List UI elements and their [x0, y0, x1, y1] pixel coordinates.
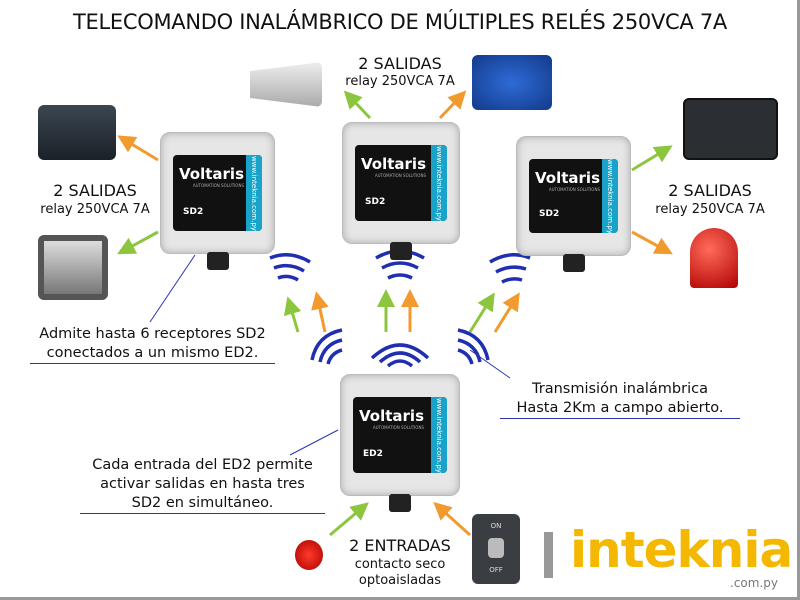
water-pump-icon: [472, 55, 552, 110]
tagline: AUTOMATION SOLUTIONS: [372, 425, 424, 430]
arrow: [493, 292, 520, 333]
url-strip: www.inteknia.com.py: [431, 397, 447, 473]
note-receivers: Admite hasta 6 receptores SD2 conectados …: [30, 325, 275, 364]
note-inputs: Cada entrada del ED2 permite activar sali…: [80, 456, 325, 514]
brand-label: Voltaris: [535, 169, 600, 187]
arrow: [433, 501, 472, 537]
switch-off-label: OFF: [489, 566, 503, 574]
wave-icon: [310, 328, 343, 365]
tagline: AUTOMATION SOLUTIONS: [374, 173, 426, 178]
plc-icon: [683, 98, 778, 160]
center-relay-label: relay 250VCA 7A: [345, 74, 455, 89]
wave-icon: [457, 328, 490, 365]
note-line: Transmisión inalámbrica: [532, 381, 708, 397]
page-title: TELECOMANDO INALÁMBRICO DE MÚLTIPLES REL…: [72, 10, 727, 34]
arrow: [117, 230, 159, 255]
arrow: [631, 145, 673, 172]
note-line: SD2 en simultáneo.: [131, 495, 274, 511]
note-line: Admite hasta 6 receptores SD2: [39, 326, 266, 342]
url-strip: www.inteknia.com.py: [431, 145, 447, 221]
left-outputs-label: 2 SALIDAS: [53, 181, 137, 200]
inputs-line2: optoaisladas: [358, 573, 442, 588]
logo-bar: [544, 532, 553, 578]
arrow: [343, 90, 372, 120]
arrow: [438, 90, 467, 120]
tagline: AUTOMATION SOLUTIONS: [548, 187, 600, 192]
note-line: Hasta 2Km a campo abierto.: [516, 400, 724, 416]
push-button-icon: [295, 540, 323, 570]
brand-label: Voltaris: [179, 165, 244, 183]
logo-domain: .com.py: [730, 576, 778, 590]
note-line: Cada entrada del ED2 permite: [92, 457, 313, 473]
switch-on-label: ON: [490, 522, 502, 530]
right-relay-label: relay 250VCA 7A: [655, 202, 765, 217]
brand-label: Voltaris: [359, 407, 424, 425]
brand-label: Voltaris: [361, 155, 426, 173]
logo-name: inteknia: [570, 521, 793, 579]
arrow: [117, 135, 159, 162]
inputs-line1: contacto seco: [354, 557, 446, 572]
motor-icon: [38, 105, 116, 160]
arrow: [283, 296, 302, 333]
arrow: [468, 292, 495, 333]
note-line: conectados a un mismo ED2.: [46, 345, 259, 361]
wave-icon: [269, 253, 311, 282]
model-label: SD2: [183, 207, 204, 217]
toggle-switch-icon: ON OFF: [472, 514, 520, 584]
tagline: AUTOMATION SOLUTIONS: [192, 183, 244, 188]
inputs-label: 2 ENTRADAS: [349, 536, 451, 555]
note-line: activar salidas en hasta tres: [100, 476, 305, 492]
arrow: [311, 291, 329, 333]
center-outputs-label: 2 SALIDAS: [358, 54, 442, 73]
left-relay-label: relay 250VCA 7A: [40, 202, 150, 217]
siren-horn-icon: [250, 62, 322, 107]
arrow: [329, 502, 369, 537]
floodlight-icon: [38, 235, 108, 300]
model-label: ED2: [363, 449, 383, 459]
arrow: [631, 230, 673, 255]
wave-icon: [489, 253, 531, 284]
url-strip: www.inteknia.com.py: [246, 155, 262, 231]
model-label: SD2: [365, 197, 386, 207]
url-strip: www.inteknia.com.py: [602, 159, 618, 233]
model-label: SD2: [539, 209, 560, 219]
beacon-light-icon: [690, 228, 738, 288]
wave-icon: [370, 343, 430, 368]
right-outputs-label: 2 SALIDAS: [668, 181, 752, 200]
